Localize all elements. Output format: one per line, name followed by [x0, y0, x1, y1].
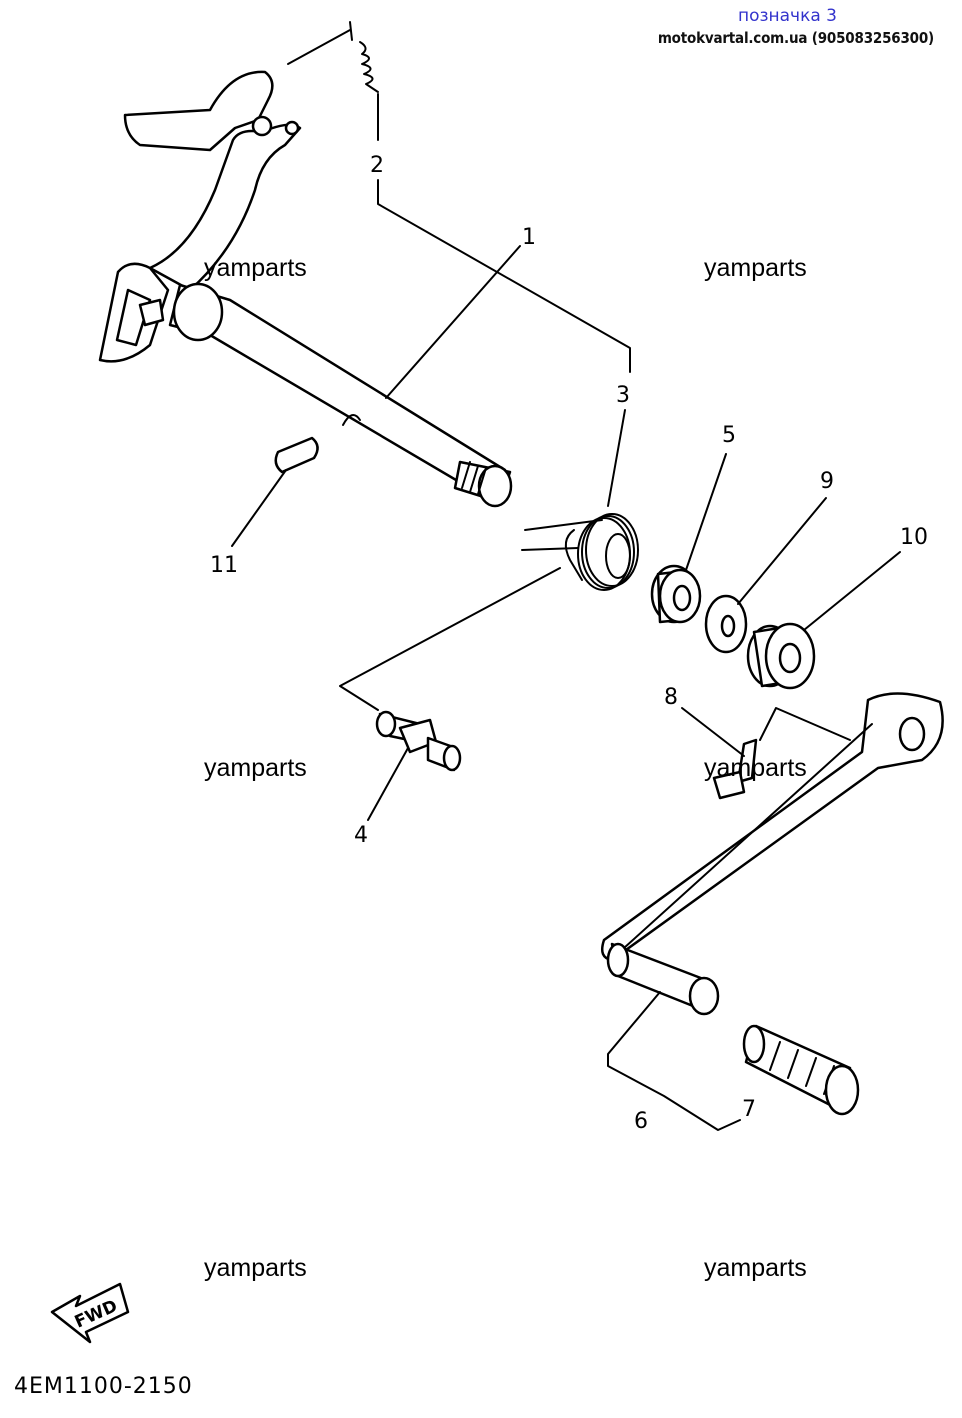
- part-2-spring: [287, 21, 379, 93]
- part-10-oil-seal: [746, 622, 816, 690]
- part-5-collar: [650, 564, 702, 624]
- header-site: motokvartal.com.ua (905083256300): [657, 29, 934, 47]
- watermark: yamparts: [204, 1254, 307, 1282]
- part-label-3: 3: [616, 383, 630, 408]
- part-1-shift-shaft: [98, 70, 513, 508]
- part-label-8: 8: [664, 685, 678, 710]
- fwd-arrow-icon: [50, 1282, 130, 1344]
- watermark: yamparts: [204, 254, 307, 282]
- leader-lines: [231, 93, 901, 1131]
- watermark: yamparts: [704, 254, 807, 282]
- watermark: yamparts: [204, 754, 307, 782]
- part-label-2: 2: [370, 153, 384, 178]
- part-8-bolt: [712, 738, 758, 800]
- watermark: yamparts: [704, 1254, 807, 1282]
- part-label-11: 11: [210, 553, 238, 578]
- part-label-5: 5: [722, 423, 736, 448]
- part-4-stopper-bolt: [375, 710, 462, 772]
- part-label-9: 9: [820, 469, 834, 494]
- part-label-1: 1: [522, 225, 536, 250]
- header-label[interactable]: позначка 3: [737, 6, 837, 26]
- part-label-4: 4: [354, 823, 368, 848]
- part-3-torsion-spring: [521, 513, 639, 591]
- part-11-pin: [274, 436, 319, 474]
- part-label-6: 6: [634, 1109, 648, 1134]
- part-label-7: 7: [742, 1097, 756, 1122]
- watermark: yamparts: [704, 754, 807, 782]
- part-6-shift-pedal: [601, 692, 944, 1016]
- part-9-washer: [704, 594, 748, 654]
- part-label-10: 10: [900, 525, 928, 550]
- diagram-code: 4EM1100-2150: [14, 1374, 193, 1399]
- part-7-shift-rubber: [742, 1024, 860, 1116]
